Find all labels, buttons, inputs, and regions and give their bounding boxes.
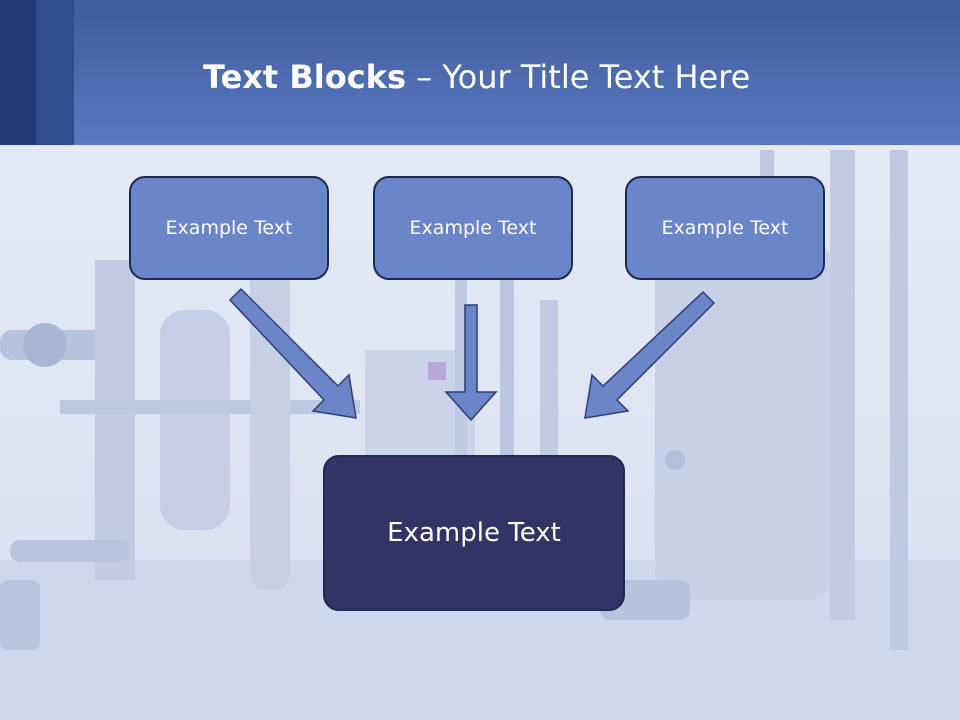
title-dash: – <box>406 58 443 96</box>
text-block-main-label: Example Text <box>387 518 561 548</box>
header-accent-dark <box>0 0 36 145</box>
text-block-center-label: Example Text <box>409 217 537 239</box>
text-block-main[interactable]: Example Text <box>323 455 625 611</box>
text-block-center[interactable]: Example Text <box>373 176 573 280</box>
text-block-left[interactable]: Example Text <box>129 176 329 280</box>
title-rest: Your Title Text Here <box>442 58 751 96</box>
text-block-left-label: Example Text <box>165 217 293 239</box>
text-block-right[interactable]: Example Text <box>625 176 825 280</box>
slide-title: Text Blocks – Your Title Text Here <box>203 55 750 99</box>
title-bold: Text Blocks <box>203 58 406 96</box>
header-accent <box>36 0 74 145</box>
text-block-right-label: Example Text <box>661 217 789 239</box>
title-bar: Text Blocks – Your Title Text Here <box>0 0 960 145</box>
